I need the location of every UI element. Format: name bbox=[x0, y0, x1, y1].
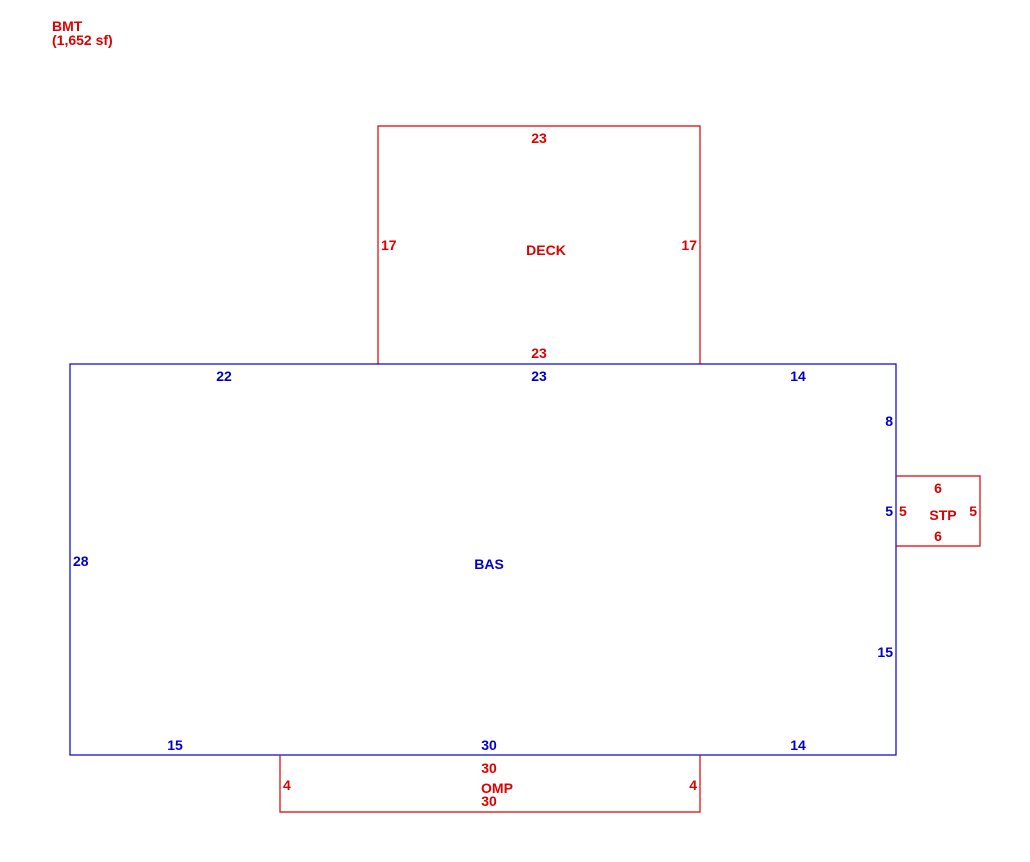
bas-label: BAS bbox=[474, 556, 504, 572]
bas-outline bbox=[69, 363, 897, 756]
bas-bottom-left-dimension: 15 bbox=[167, 737, 183, 753]
bas-right-upper-dimension: 8 bbox=[885, 413, 893, 429]
bas-right-mid-dimension: 5 bbox=[885, 503, 893, 519]
deck-top-dimension: 23 bbox=[531, 130, 547, 146]
bas-top-left-dimension: 22 bbox=[216, 368, 232, 384]
bas-top-mid-dimension: 23 bbox=[531, 368, 547, 384]
omp-outline bbox=[279, 755, 701, 813]
bas-bottom-mid-dimension: 30 bbox=[481, 737, 497, 753]
deck-right-dimension: 17 bbox=[681, 237, 697, 253]
omp-top-dimension: 30 bbox=[481, 760, 497, 776]
bas-bottom-right-dimension: 14 bbox=[790, 737, 806, 753]
omp-left-dimension: 4 bbox=[283, 777, 291, 793]
deck-bottom-dimension: 23 bbox=[531, 345, 547, 361]
omp-right-dimension: 4 bbox=[689, 777, 697, 793]
omp-label: OMP bbox=[481, 780, 513, 796]
omp-bottom-dimension: 30 bbox=[481, 793, 497, 809]
stp-label: STP bbox=[929, 507, 956, 523]
stp-left-dimension: 5 bbox=[899, 503, 907, 519]
stp-right-dimension: 5 bbox=[969, 503, 977, 519]
bas-left-dimension: 28 bbox=[73, 553, 89, 569]
stp-top-dimension: 6 bbox=[934, 480, 942, 496]
deck-left-dimension: 17 bbox=[381, 237, 397, 253]
bas-top-right-dimension: 14 bbox=[790, 368, 806, 384]
sketch-code: BMT bbox=[52, 18, 83, 34]
stp-bottom-dimension: 6 bbox=[934, 528, 942, 544]
stp-outline bbox=[896, 475, 981, 547]
deck-outline bbox=[377, 125, 701, 364]
sketch-area: (1,652 sf) bbox=[52, 32, 113, 48]
deck-label: DECK bbox=[526, 242, 566, 258]
bas-right-lower-dimension: 15 bbox=[877, 644, 893, 660]
